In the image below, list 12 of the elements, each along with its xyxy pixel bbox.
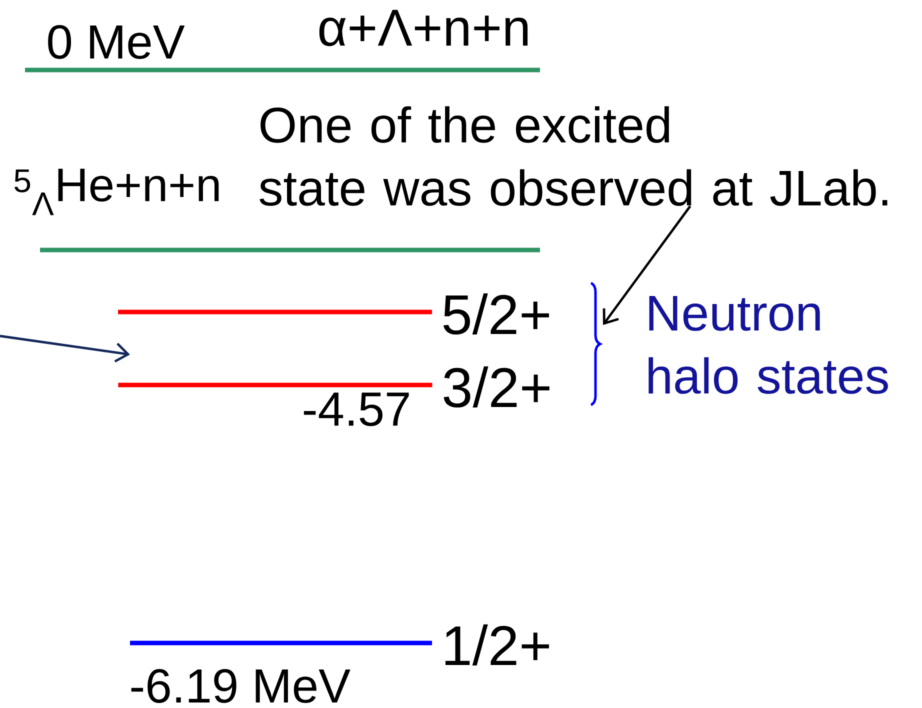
- threshold-label: 5$_{Λ}$He+n+n: [14, 168, 219, 216]
- arrow: [602, 205, 692, 325]
- annotation-text: One of the excited state was observed at JLab.: [260, 106, 888, 206]
- group-label: Neutron halo states: [648, 296, 888, 394]
- spin-label: 5/2+: [443, 293, 549, 335]
- arrow: [0, 334, 130, 363]
- energy-label: 0 MeV: [48, 25, 185, 59]
- energy-label: -4.57: [304, 392, 409, 426]
- threshold-label: α+Λ+n+n: [319, 10, 528, 46]
- spin-label: 3/2+: [444, 366, 550, 408]
- energy-label: -6.19 MeV: [131, 669, 350, 703]
- spin-label: 1/2+: [445, 624, 549, 666]
